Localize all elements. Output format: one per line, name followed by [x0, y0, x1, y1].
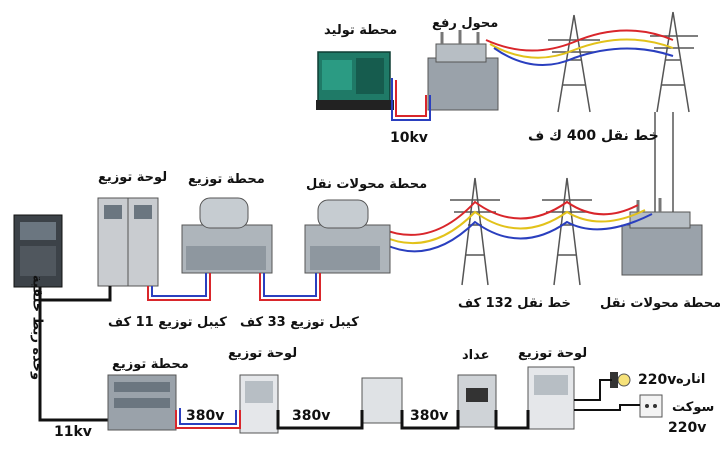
- voltage-380v-b-label: 380v: [292, 408, 331, 424]
- distribution-station-top-label: محطة توزيع: [188, 172, 265, 187]
- tower-400-b: [650, 11, 698, 113]
- distribution-station-bottom: [107, 374, 177, 431]
- line-400-label: خط نقل 400 ك ف: [528, 128, 659, 144]
- meter-box: [457, 374, 497, 428]
- distribution-panel-bottom-mid: [239, 374, 279, 434]
- distribution-panel-bottom-mid-label: لوحة توزيع: [228, 346, 298, 361]
- generator: [316, 51, 394, 110]
- voltage-220v-light-label: 220v: [638, 372, 677, 388]
- voltage-380v-a-label: 380v: [186, 408, 225, 424]
- voltage-380v-c-label: 380v: [410, 408, 449, 424]
- meter-label: عداد: [462, 348, 490, 363]
- step-up-transformer: [427, 30, 499, 111]
- transmission-transformer-left-label: محطة محولات نقل: [306, 177, 428, 192]
- voltage-220v-socket-label: 220v: [668, 420, 707, 436]
- ring-main-unit-label: وحدة ربط حلقية: [29, 274, 45, 381]
- lighting-label: اناره: [676, 372, 706, 387]
- distribution-panel-top: [97, 197, 159, 287]
- lamp-icon: [610, 372, 631, 388]
- junction-box: [361, 377, 403, 424]
- generation-station-label: محطة توليد: [324, 23, 398, 38]
- voltage-11kv-label: 11kv: [54, 424, 92, 440]
- distribution-substation-top: [181, 197, 273, 274]
- transmission-transformer-right-label: محطة محولات نقل: [600, 296, 720, 311]
- ring-main-unit: [13, 214, 63, 288]
- distribution-panel-bottom-right-label: لوحة توزيع: [518, 346, 588, 361]
- transmission-transformer-right: [621, 198, 703, 276]
- distribution-station-bottom-label: محطة توزيع: [112, 357, 189, 372]
- socket-icon: [639, 394, 663, 418]
- voltage-10kv-label: 10kv: [390, 130, 428, 146]
- distribution-panel-top-label: لوحة توزيع: [98, 170, 168, 185]
- cable-11-label: كيبل توزيع 11 كف: [108, 315, 227, 330]
- cable-33-label: كيبل توزيع 33 كف: [240, 315, 359, 330]
- socket-label: سوكت: [672, 400, 715, 415]
- step-up-transformer-label: محول رفع: [432, 16, 499, 31]
- distribution-panel-bottom-right: [527, 366, 575, 430]
- transmission-transformer-left: [304, 199, 391, 274]
- line-132-label: خط نقل 132 كف: [458, 296, 571, 311]
- tower-400-a: [548, 14, 600, 113]
